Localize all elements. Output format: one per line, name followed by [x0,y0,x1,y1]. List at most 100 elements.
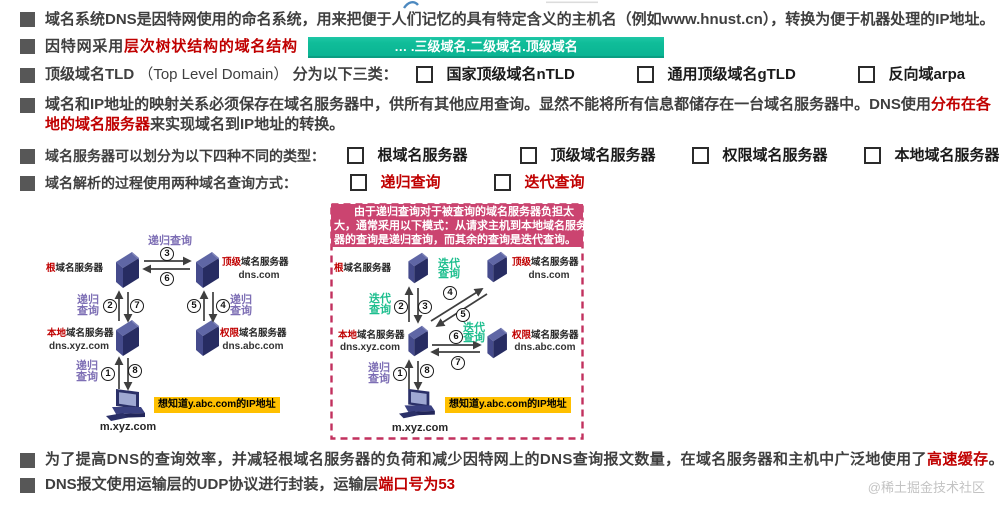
step-number: 1 [101,367,115,381]
bullet-row-query-methods: 域名解析的过程使用两种域名查询方式： [0,174,999,192]
bullet-row-server-types: 域名服务器可以划分为以下四种不同的类型： [0,147,999,165]
server-label-local: 本地域名服务器 [47,328,114,339]
query-note: 想知道y.abc.com的IP地址 [445,397,571,413]
host-label: m.xyz.com [99,421,157,433]
checkbox-item-auth-server[interactable]: 权限域名服务器 [692,147,827,165]
query-type-label: 递归查询 [148,235,192,247]
bullet-text: 因特网采用层次树状结构的域名结构 [45,38,298,55]
step-number: 1 [393,367,407,381]
query-line: 迭代 [369,293,391,305]
query-line: 查询 [230,305,252,317]
note-line: 大，通常采用以下模式：从请求主机到本地域名服务 [334,220,587,232]
server-domain-tld: dns.com [528,270,570,281]
bullet-text: 域名解析的过程使用两种域名查询方式： [45,175,297,191]
checkbox-label: 迭代查询 [524,174,585,191]
step-number: 8 [420,364,434,378]
query-line: 递归 [230,294,252,306]
bullet-text: 域名服务器可以划分为以下四种不同的类型： [45,148,325,164]
query-note: 想知道y.abc.com的IP地址 [154,397,280,413]
checkbox-label: 权限域名服务器 [722,147,828,164]
server-icon-root [408,252,428,284]
checkbox-icon[interactable] [347,147,364,164]
bullet-row-udp-port: DNS报文使用运输层的UDP协议进行封装，运输层端口号为53 [0,476,999,494]
step-number: 7 [130,299,144,313]
server-icon-root [116,252,139,288]
step-number: 5 [187,299,201,313]
checkbox-icon[interactable] [416,66,433,83]
bullet-row-tld-types: 顶级域名TLD （Top Level Domain） 分为以下三类： [0,66,999,84]
query-type-label: 迭代查询 [462,323,486,344]
note-line: 器的查询是递归查询，而其余的查询是迭代查询。 [334,234,576,246]
query-line: 查询 [463,332,485,344]
bullet-text: 顶级域名TLD （Top Level Domain） 分为以下三类： [45,66,398,83]
query-line: 查询 [369,304,391,316]
checkbox-item-gtld[interactable]: 通用顶级域名gTLD [637,66,796,84]
checkbox-label: 顶级域名服务器 [550,147,656,164]
server-label-root: 根域名服务器 [334,263,392,274]
server-icon-local [116,320,139,356]
bullet-text-line1: 域名和IP地址的映射关系必须保存在域名服务器中，供所有其他应用查询。显然不能将所… [45,96,991,113]
step-number: 8 [128,364,142,378]
server-label-root: 根域名服务器 [46,263,104,274]
checkbox-item-tld-server[interactable]: 顶级域名服务器 [520,147,655,165]
checkbox-label: 本地域名服务器 [894,147,999,164]
checkbox-item-recursive-query[interactable]: 递归查询 [350,174,440,192]
query-line: 查询 [438,268,460,280]
bullet-text: DNS报文使用运输层的UDP协议进行封装，运输层端口号为53 [45,476,456,493]
step-number: 6 [449,330,463,344]
step-number: 3 [418,300,432,314]
bullet-text-line2: 地的域名服务器来实现域名到IP地址的转换。 [45,116,345,133]
iterative-note-box: 由于递归查询对于被查询的域名服务器负担太 大，通常采用以下模式：从请求主机到本地… [331,204,587,247]
bullet-row-dns-servers-need: 域名和IP地址的映射关系必须保存在域名服务器中，供所有其他应用查询。显然不能将所… [0,96,999,133]
server-icon-tld [196,252,219,288]
checkbox-icon[interactable] [494,174,511,191]
query-type-label: 递归查询 [230,295,252,317]
server-domain-auth: dns.abc.com [514,342,576,353]
step-number: 2 [394,300,408,314]
diagram-iterative-query: 由于递归查询对于被查询的域名服务器负担太 大，通常采用以下模式：从请求主机到本地… [330,195,590,447]
host-computer-icon [399,388,435,419]
query-type-label: 迭代查询 [368,294,392,316]
checkbox-item-root-server[interactable]: 根域名服务器 [347,147,467,165]
query-line: 查询 [368,373,390,385]
domain-hierarchy-bar: … .三级域名.二级域名.顶级域名 [308,37,664,58]
bullet-square-icon [20,68,35,83]
watermark: @稀土掘金技术社区 [867,480,985,495]
note-line: 由于递归查询对于被查询的域名服务器负担太 [354,206,574,218]
bullet-row-cache: 为了提高DNS的查询效率，并减轻根域名服务器的负荷和减少因特网上的DNS查询报文… [0,451,999,469]
server-icon-auth [196,320,219,356]
host-label: m.xyz.com [391,422,449,434]
diagram-shapes [106,252,219,421]
host-computer-icon [106,389,145,421]
server-domain-local: dns.xyz.com [48,341,110,352]
server-label-tld: 顶级域名服务器 [512,257,579,268]
checkbox-icon[interactable] [520,147,537,164]
query-type-label: 递归查询 [77,295,99,317]
checkbox-item-ntld[interactable]: 国家顶级域名nTLD [416,66,575,84]
checkbox-item-iterative-query[interactable]: 迭代查询 [494,174,584,192]
query-line: 递归 [76,360,98,372]
query-line: 查询 [77,305,99,317]
bullet-square-icon [20,453,35,468]
checkbox-icon[interactable] [692,147,709,164]
checkbox-icon[interactable] [864,147,881,164]
bullet-row-domain-structure: 因特网采用层次树状结构的域名结构 [0,38,999,56]
step-number: 4 [443,286,457,300]
checkbox-label: 反向域arpa [888,66,966,83]
checkbox-item-arpa[interactable]: 反向域arpa [858,66,965,84]
checkbox-label: 递归查询 [380,174,441,191]
step-number: 4 [216,299,230,313]
checkbox-icon[interactable] [637,66,654,83]
step-number: 2 [103,299,117,313]
checkbox-icon[interactable] [858,66,875,83]
query-type-label: 递归查询 [76,361,98,383]
cutoff-fragment-decoration [403,0,598,9]
bullet-square-icon [20,98,35,113]
query-line: 递归 [368,362,390,374]
checkbox-item-local-server[interactable]: 本地域名服务器 [864,147,999,165]
bullet-text: 为了提高DNS的查询效率，并减轻根域名服务器的负荷和减少因特网上的DNS查询报文… [45,451,999,468]
checkbox-icon[interactable] [350,174,367,191]
query-line: 迭代 [438,258,460,270]
bullet-text: 域名系统DNS是因特网使用的命名系统，用来把便于人们记忆的具有特定含义的主机名（… [45,11,995,28]
